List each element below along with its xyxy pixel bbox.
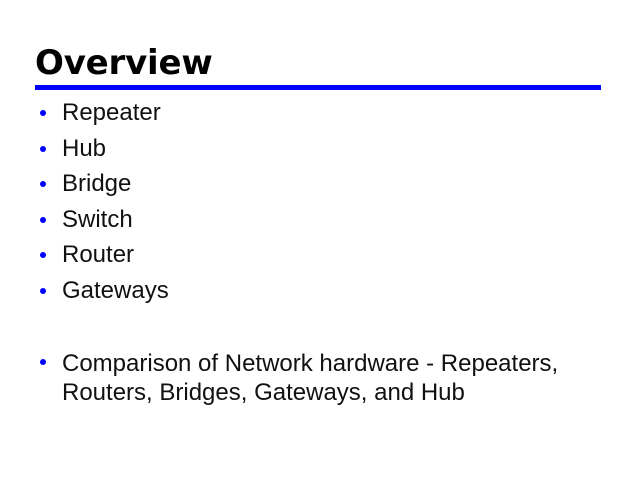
bullet-dot-icon [40, 181, 46, 187]
bullet-dot-icon [40, 287, 46, 294]
title-block: Overview [35, 44, 601, 90]
bullet-dot-icon [40, 252, 46, 258]
title-underline-rule [35, 85, 601, 90]
bullet-dot-icon [40, 110, 46, 116]
list-item-label: Bridge [62, 170, 132, 197]
list-item-label: Switch [62, 205, 133, 233]
list-item-label: Router [62, 241, 135, 268]
page-title: Overview [35, 43, 213, 83]
bullet-dot-icon [40, 358, 46, 365]
bullet-dot-icon [40, 216, 46, 223]
list-item: Hub [35, 136, 603, 161]
list-item-label: Hub [62, 134, 107, 162]
list-item-label: Gateways [62, 276, 169, 304]
list-item: Gateways [35, 278, 603, 303]
list-spacer [35, 313, 603, 338]
list-item: Router [35, 242, 603, 267]
overview-bullet-list: Repeater Hub Bridge Switch Router Gatewa… [35, 100, 603, 417]
list-item-label: Comparison of Network hardware - Repeate… [62, 349, 559, 406]
list-item: Repeater [35, 100, 603, 125]
list-item: Switch [35, 207, 603, 232]
list-item-label: Repeater [62, 99, 161, 126]
bullet-dot-icon [40, 145, 46, 152]
list-item: Comparison of Network hardware - Repeate… [35, 349, 603, 407]
list-item: Bridge [35, 171, 603, 196]
